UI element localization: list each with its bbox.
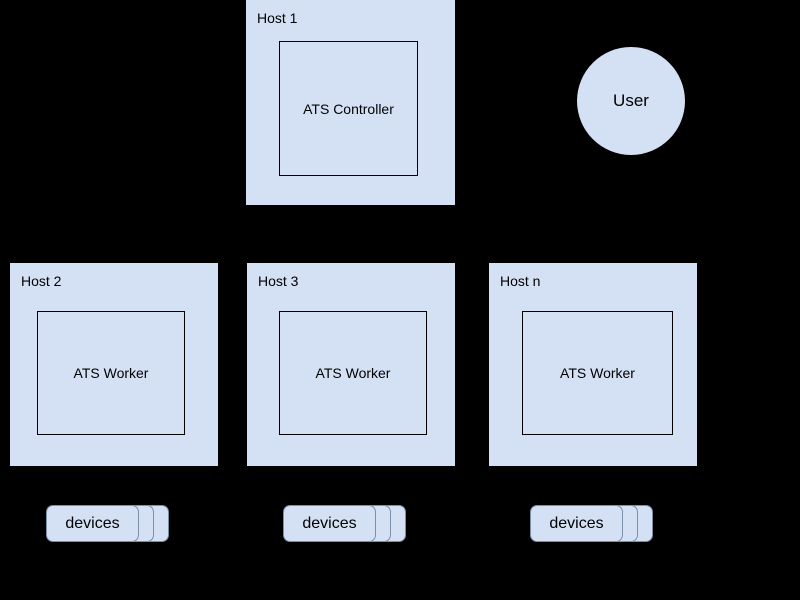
devices-label-host-3: devices	[302, 515, 357, 532]
host-3-container[interactable]: Host 3 ATS Worker	[247, 263, 455, 466]
ats-worker-box-host-2[interactable]: ATS Worker	[37, 311, 185, 435]
devices-label-host-n: devices	[549, 515, 604, 532]
host-3-label: Host 3	[258, 273, 299, 289]
devices-stack-host-3[interactable]: devices	[283, 505, 407, 542]
ats-worker-label-host-2: ATS Worker	[73, 365, 149, 381]
host-n-container[interactable]: Host n ATS Worker	[489, 263, 697, 466]
user-node[interactable]: User	[577, 47, 685, 155]
devices-stack-host-2[interactable]: devices	[46, 505, 170, 542]
devices-sheet-front-host-2[interactable]: devices	[46, 505, 139, 542]
devices-stack-host-n[interactable]: devices	[530, 505, 654, 542]
host-2-container[interactable]: Host 2 ATS Worker	[10, 263, 218, 466]
host-2-label: Host 2	[21, 273, 62, 289]
ats-controller-box[interactable]: ATS Controller	[279, 41, 418, 176]
host-1-container[interactable]: Host 1 ATS Controller	[246, 0, 455, 205]
ats-worker-box-host-n[interactable]: ATS Worker	[522, 311, 673, 435]
ats-worker-label-host-n: ATS Worker	[560, 365, 635, 381]
ats-worker-label-host-3: ATS Worker	[315, 365, 391, 381]
host-1-label: Host 1	[257, 10, 298, 26]
ats-controller-label: ATS Controller	[303, 100, 394, 117]
host-n-label: Host n	[500, 273, 541, 289]
ats-worker-box-host-3[interactable]: ATS Worker	[279, 311, 427, 435]
user-label: User	[613, 91, 649, 110]
devices-sheet-front-host-n[interactable]: devices	[530, 505, 623, 542]
devices-sheet-front-host-3[interactable]: devices	[283, 505, 376, 542]
devices-label-host-2: devices	[65, 515, 120, 532]
